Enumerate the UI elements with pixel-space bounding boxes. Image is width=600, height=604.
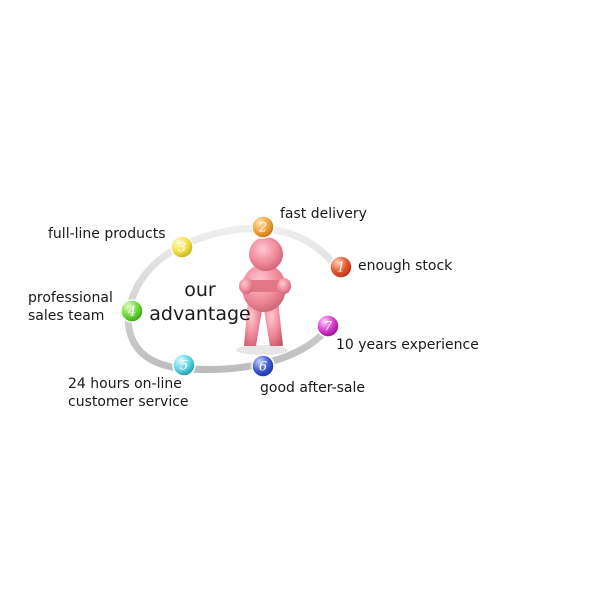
number-ball-circle	[120, 299, 144, 323]
label-good-after-sale: good after-sale	[260, 380, 366, 396]
number-ball-label: 7	[324, 320, 333, 335]
number-ball-professional-sales-team: 4	[120, 299, 144, 323]
label-10-years-experience: 10 years experience	[336, 337, 479, 353]
number-ball-label: 5	[180, 359, 188, 374]
label-professional-sales-team: professional sales team	[28, 289, 113, 325]
number-ball-circle	[251, 215, 275, 239]
center-title-line1: our	[184, 279, 216, 301]
label-enough-stock: enough stock	[358, 258, 453, 274]
center-title: our advantage	[140, 278, 260, 326]
label-full-line-products: full-line products	[48, 226, 166, 242]
center-title-line2: advantage	[149, 303, 251, 325]
number-ball-full-line-products: 3	[170, 235, 194, 259]
number-ball-label: 4	[127, 305, 136, 320]
number-ball-24-hours-service: 5	[172, 353, 196, 377]
number-ball-10-years-experience: 7	[316, 314, 340, 338]
number-ball-label: 2	[258, 221, 267, 236]
number-ball-label: 3	[178, 241, 186, 256]
number-ball-circle	[170, 235, 194, 259]
label-professional-line2: sales team	[28, 308, 105, 324]
number-ball-circle	[329, 255, 353, 279]
label-24-hours-service: 24 hours on-line customer service	[68, 375, 189, 411]
number-ball-circle	[251, 354, 275, 378]
label-24-hours-line2: customer service	[68, 394, 189, 410]
label-24-hours-line1: 24 hours on-line	[68, 376, 182, 392]
number-ball-label: 6	[259, 360, 267, 375]
number-ball-enough-stock: 1	[329, 255, 353, 279]
number-ball-circle	[172, 353, 196, 377]
number-ball-circle	[316, 314, 340, 338]
number-ball-label: 1	[337, 261, 345, 276]
number-ball-good-after-sale: 6	[251, 354, 275, 378]
label-professional-line1: professional	[28, 290, 113, 306]
label-fast-delivery: fast delivery	[280, 206, 367, 222]
number-ball-fast-delivery: 2	[251, 215, 275, 239]
person-figure-icon	[236, 237, 291, 355]
